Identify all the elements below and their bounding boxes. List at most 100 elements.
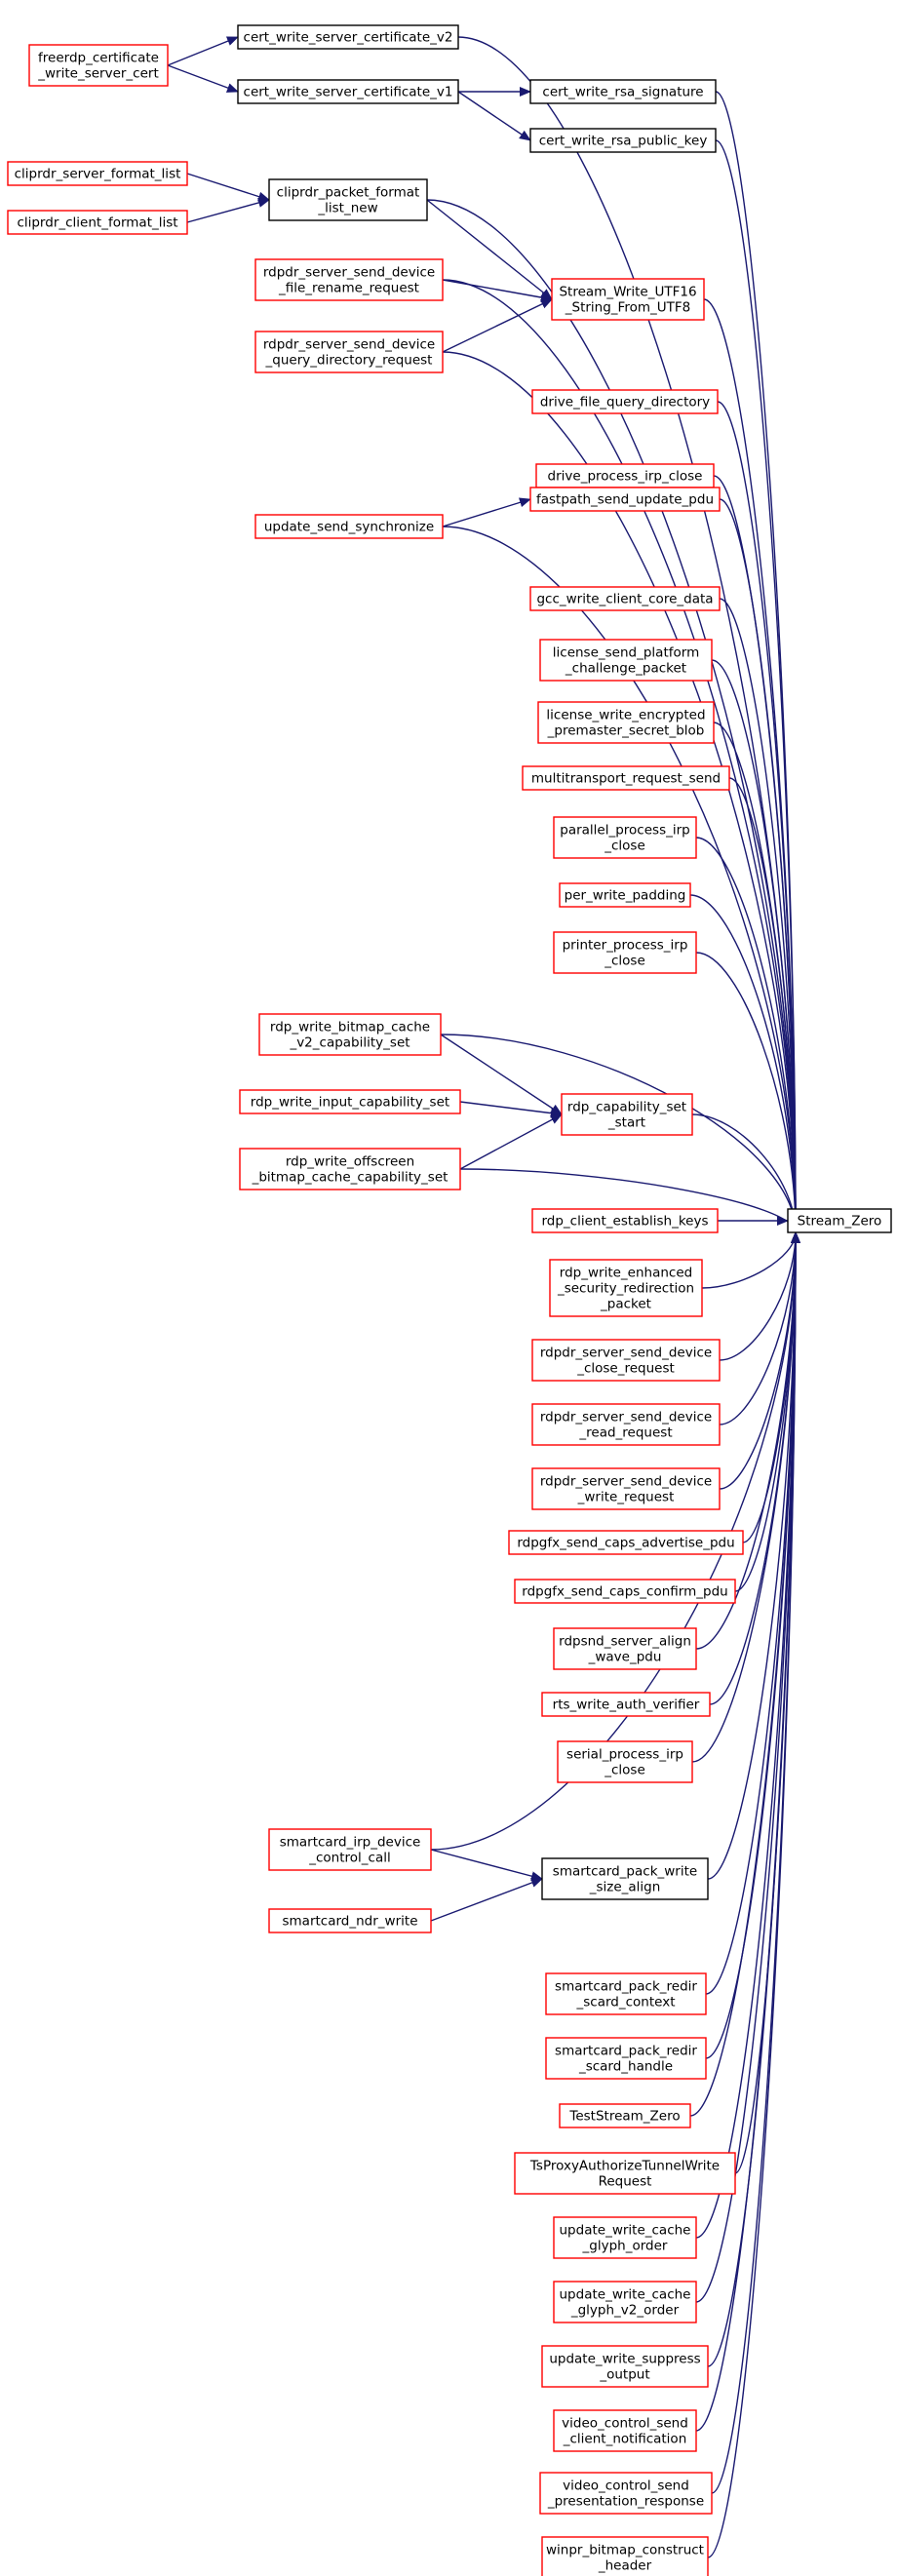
node-box-cliprdr-packet[interactable] <box>268 178 428 221</box>
node-box-rts-auth[interactable] <box>541 1692 711 1717</box>
node-box-fastpath-update[interactable] <box>529 487 721 512</box>
node-rdpdr-read[interactable]: rdpdr_server_send_device_read_request <box>531 1403 721 1446</box>
node-box-offscreen-cap[interactable] <box>239 1148 461 1190</box>
node-box-input-cap[interactable] <box>239 1089 461 1114</box>
node-box-rdpdr-rename[interactable] <box>254 258 444 301</box>
node-box-drive-query[interactable] <box>531 389 719 414</box>
node-box-smartcard-irp[interactable] <box>268 1828 432 1871</box>
node-box-rdpdr-read[interactable] <box>531 1403 721 1446</box>
node-rdpgfx-advertise[interactable]: rdpgfx_send_caps_advertise_pdu <box>508 1530 744 1555</box>
node-box-winpr-bitmap[interactable] <box>541 2536 709 2576</box>
node-box-cert-rsa-sig[interactable] <box>529 79 717 104</box>
node-rdpdr-query[interactable]: rdpdr_server_send_device_query_directory… <box>254 331 444 373</box>
node-client-keys[interactable]: rdp_client_establish_keys <box>531 1208 719 1233</box>
node-smartcard-context[interactable]: smartcard_pack_redir_scard_context <box>545 1972 707 2015</box>
node-box-printer-close[interactable] <box>553 931 697 974</box>
node-license-platform[interactable]: license_send_platform_challenge_packet <box>539 639 713 682</box>
node-update-sync[interactable]: update_send_synchronize <box>254 514 444 539</box>
node-suppress-output[interactable]: update_write_suppress_output <box>541 2345 709 2388</box>
node-fastpath-update[interactable]: fastpath_send_update_pdu <box>529 487 721 512</box>
node-rdpdr-write[interactable]: rdpdr_server_send_device_write_request <box>531 1467 721 1510</box>
node-rdpdr-close[interactable]: rdpdr_server_send_device_close_request <box>531 1339 721 1382</box>
node-smartcard-handle[interactable]: smartcard_pack_redir_scard_handle <box>545 2037 707 2080</box>
node-box-video-notification[interactable] <box>553 2409 697 2452</box>
node-license-premaster[interactable]: license_write_encrypted_premaster_secret… <box>537 701 715 744</box>
node-cap-set-start[interactable]: rdp_capability_set_start <box>561 1093 693 1136</box>
node-box-multitransport[interactable] <box>522 765 730 791</box>
node-box-rdpgfx-advertise[interactable] <box>508 1530 744 1555</box>
node-box-smartcard-align[interactable] <box>541 1857 709 1900</box>
node-cert-rsa-sig[interactable]: cert_write_rsa_signature <box>529 79 717 104</box>
node-box-suppress-output[interactable] <box>541 2345 709 2388</box>
node-box-rdpsnd-align[interactable] <box>553 1627 697 1670</box>
node-freerdp-cert[interactable]: freerdp_certificate_write_server_cert <box>28 44 169 87</box>
node-winpr-bitmap[interactable]: winpr_bitmap_construct_header <box>541 2536 709 2576</box>
node-per-padding[interactable]: per_write_padding <box>559 882 691 908</box>
node-box-stream-write-utf16[interactable] <box>551 278 705 321</box>
node-glyph-v2-order[interactable]: update_write_cache_glyph_v2_order <box>553 2281 697 2323</box>
node-box-stream-zero[interactable] <box>787 1208 892 1233</box>
node-box-video-presentation[interactable] <box>539 2472 713 2515</box>
node-printer-close[interactable]: printer_process_irp_close <box>553 931 697 974</box>
node-offscreen-cap[interactable]: rdp_write_offscreen_bitmap_cache_capabil… <box>239 1148 461 1190</box>
node-glyph-order[interactable]: update_write_cache_glyph_order <box>553 2216 697 2259</box>
node-box-smartcard-handle[interactable] <box>545 2037 707 2080</box>
node-box-tsproxy[interactable] <box>514 2152 736 2195</box>
node-box-smartcard-context[interactable] <box>545 1972 707 2015</box>
node-stream-write-utf16[interactable]: Stream_Write_UTF16_String_From_UTF8 <box>551 278 705 321</box>
node-smartcard-align[interactable]: smartcard_pack_write_size_align <box>541 1857 709 1900</box>
node-cliprdr-packet[interactable]: cliprdr_packet_format_list_new <box>268 178 428 221</box>
node-cert-rsa-pub[interactable]: cert_write_rsa_public_key <box>529 128 717 153</box>
node-box-glyph-v2-order[interactable] <box>553 2281 697 2323</box>
node-cliprdr-client[interactable]: cliprdr_client_format_list <box>7 210 188 235</box>
node-box-smartcard-ndr[interactable] <box>268 1908 432 1933</box>
node-box-bitmap-cache-v2[interactable] <box>258 1013 442 1056</box>
node-box-rdpdr-close[interactable] <box>531 1339 721 1382</box>
node-box-license-premaster[interactable] <box>537 701 715 744</box>
node-drive-query[interactable]: drive_file_query_directory <box>531 389 719 414</box>
node-test-stream-zero[interactable]: TestStream_Zero <box>559 2103 691 2128</box>
node-rdpgfx-confirm[interactable]: rdpgfx_send_caps_confirm_pdu <box>514 1579 736 1604</box>
node-cert-v1[interactable]: cert_write_server_certificate_v1 <box>237 79 459 104</box>
node-enhanced-sec[interactable]: rdp_write_enhanced_security_redirection_… <box>549 1259 703 1317</box>
node-smartcard-irp[interactable]: smartcard_irp_device_control_call <box>268 1828 432 1871</box>
node-box-cert-v2[interactable] <box>237 24 459 50</box>
node-box-per-padding[interactable] <box>559 882 691 908</box>
node-box-rdpgfx-confirm[interactable] <box>514 1579 736 1604</box>
node-box-cliprdr-server[interactable] <box>7 161 188 186</box>
node-input-cap[interactable]: rdp_write_input_capability_set <box>239 1089 461 1114</box>
node-box-enhanced-sec[interactable] <box>549 1259 703 1317</box>
node-cert-v2[interactable]: cert_write_server_certificate_v2 <box>237 24 459 50</box>
node-box-glyph-order[interactable] <box>553 2216 697 2259</box>
node-parallel-close[interactable]: parallel_process_irp_close <box>553 816 697 859</box>
node-box-freerdp-cert[interactable] <box>28 44 169 87</box>
node-rdpsnd-align[interactable]: rdpsnd_server_align_wave_pdu <box>553 1627 697 1670</box>
node-box-update-sync[interactable] <box>254 514 444 539</box>
node-box-test-stream-zero[interactable] <box>559 2103 691 2128</box>
node-bitmap-cache-v2[interactable]: rdp_write_bitmap_cache_v2_capability_set <box>258 1013 442 1056</box>
node-box-parallel-close[interactable] <box>553 816 697 859</box>
node-video-notification[interactable]: video_control_send_client_notification <box>553 2409 697 2452</box>
node-rdpdr-rename[interactable]: rdpdr_server_send_device_file_rename_req… <box>254 258 444 301</box>
edge-serial-close-to-stream-zero <box>691 1231 800 1763</box>
node-box-cliprdr-client[interactable] <box>7 210 188 235</box>
node-box-client-keys[interactable] <box>531 1208 719 1233</box>
node-cliprdr-server[interactable]: cliprdr_server_format_list <box>7 161 188 186</box>
node-box-cert-rsa-pub[interactable] <box>529 128 717 153</box>
node-video-presentation[interactable]: video_control_send_presentation_response <box>539 2472 713 2515</box>
node-multitransport[interactable]: multitransport_request_send <box>522 765 730 791</box>
node-box-gcc-core[interactable] <box>529 586 721 611</box>
node-stream-zero[interactable]: Stream_Zero <box>787 1208 892 1233</box>
node-box-cap-set-start[interactable] <box>561 1093 693 1136</box>
node-gcc-core[interactable]: gcc_write_client_core_data <box>529 586 721 611</box>
node-box-serial-close[interactable] <box>557 1740 693 1783</box>
node-box-rdpdr-write[interactable] <box>531 1467 721 1510</box>
node-box-license-platform[interactable] <box>539 639 713 682</box>
node-box-rdpdr-query[interactable] <box>254 331 444 373</box>
node-box-cert-v1[interactable] <box>237 79 459 104</box>
node-serial-close[interactable]: serial_process_irp_close <box>557 1740 693 1783</box>
node-smartcard-ndr[interactable]: smartcard_ndr_write <box>268 1908 432 1933</box>
node-drive-close[interactable]: drive_process_irp_close <box>535 463 715 488</box>
node-rts-auth[interactable]: rts_write_auth_verifier <box>541 1692 711 1717</box>
